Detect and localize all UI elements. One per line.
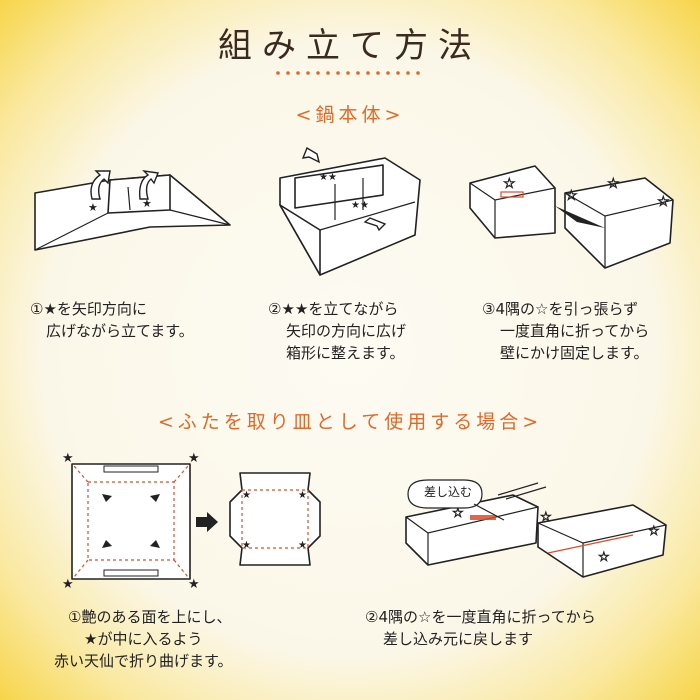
star-icon: ☆ ☆ ☆ ☆ <box>503 176 670 211</box>
svg-text:☆: ☆ <box>607 176 620 192</box>
lid-step1-folded-illustration: ★ ★ ★ ★ <box>229 472 321 566</box>
svg-text:★: ★ <box>188 451 200 466</box>
step2-caption: ②★★を立てながら 矢印の方向に広げ 箱形に整えます。 <box>268 300 407 362</box>
svg-text:★: ★ <box>62 577 74 592</box>
svg-text:★: ★ <box>298 490 307 501</box>
page-title: 組み立て方法 <box>218 26 482 66</box>
star-icon: ★ ★ ★ ★ <box>62 451 200 592</box>
svg-text:★★: ★★ <box>319 172 337 183</box>
arrow-icon <box>102 494 160 548</box>
right-arrow-icon <box>196 512 218 532</box>
arrow-icon <box>301 146 387 232</box>
svg-text:★: ★ <box>242 490 251 501</box>
callout-balloon <box>407 479 505 521</box>
star-icon: ★★ ★★ <box>319 172 369 211</box>
svg-text:☆: ☆ <box>452 506 464 521</box>
callout-text: 差し込む <box>424 485 473 499</box>
svg-text:☆: ☆ <box>540 510 552 525</box>
star-icon: ★ ★ ★ ★ <box>242 490 307 551</box>
svg-text:☆: ☆ <box>657 194 670 210</box>
step2-illustration: ★★ ★★ <box>279 146 421 276</box>
star-icon: ☆ ☆ ☆ ☆ <box>452 506 660 566</box>
section-pot-heading: <鍋本体> <box>295 104 405 126</box>
svg-text:★: ★ <box>242 540 251 551</box>
svg-text:★: ★ <box>142 197 152 210</box>
svg-text:☆: ☆ <box>565 188 578 204</box>
step1-caption: ①★を矢印方向に 広げながら立てます。 <box>30 300 194 340</box>
arrow-icon <box>90 170 159 200</box>
svg-text:★★: ★★ <box>351 200 369 211</box>
section-lid-heading: <ふたを取り皿として使用する場合> <box>157 411 543 433</box>
svg-text:★: ★ <box>62 451 74 466</box>
svg-text:★: ★ <box>188 577 200 592</box>
lid-step2-illustration: ☆ ☆ ☆ ☆ <box>405 482 667 578</box>
title-underline-dots <box>276 71 420 75</box>
svg-text:★: ★ <box>298 540 307 551</box>
lid-step2-caption: ②4隅の☆を一度直角に折ってから 差し込み元に戻します <box>365 608 596 648</box>
step3-caption: ③4隅の☆を引っ張らず 一度直角に折ってから 壁にかけ固定します。 <box>482 300 650 362</box>
star-icon: ★ ★ <box>88 197 152 214</box>
lid-step1-illustration: ★ ★ ★ ★ <box>62 451 200 592</box>
step3-illustration: ☆ ☆ ☆ ☆ <box>469 165 674 269</box>
step1-illustration: ★ ★ <box>34 170 231 251</box>
svg-text:☆: ☆ <box>648 524 660 539</box>
svg-text:★: ★ <box>88 201 98 214</box>
lid-step1-caption: ①艶のある面を上にし、 ★が中に入るよう 赤い天仙で折り曲げます。 <box>54 608 233 670</box>
svg-text:☆: ☆ <box>598 550 610 565</box>
svg-text:☆: ☆ <box>503 176 516 192</box>
